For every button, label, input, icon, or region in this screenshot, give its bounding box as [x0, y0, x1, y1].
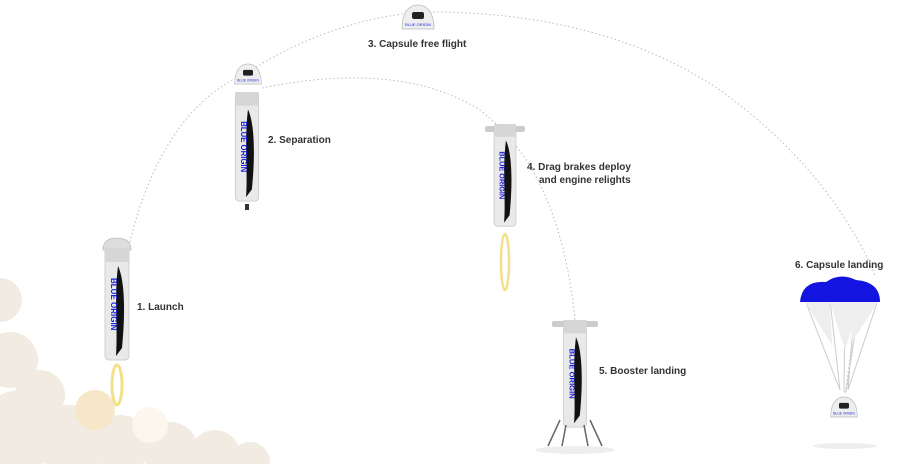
- step-1-label: 1. Launch: [137, 302, 184, 313]
- launch-rocket: [102, 237, 132, 407]
- step-3-label: 3. Capsule free flight: [368, 39, 467, 50]
- launch-smoke: [0, 278, 270, 464]
- separated-capsule-icon: [234, 63, 262, 85]
- step-4-label-line1: 4. Drag brakes deploy: [527, 162, 631, 173]
- parachute-icon: [800, 276, 880, 393]
- free-flight-capsule-icon: [401, 4, 435, 30]
- step-5-label: 5. Booster landing: [599, 366, 687, 377]
- landed-booster: [535, 320, 615, 454]
- drag-brakes-booster: [485, 124, 525, 292]
- booster-trajectory: [261, 77, 576, 321]
- step-6-label: 6. Capsule landing: [795, 260, 884, 271]
- separation-booster: [234, 92, 260, 210]
- step-4-label-line2: and engine relights: [539, 175, 631, 186]
- step-2-label: 2. Separation: [268, 135, 331, 146]
- engine-flame-icon: [499, 232, 511, 292]
- engine-flame-icon: [110, 363, 124, 407]
- step-4-label: 4. Drag brakes deploy and engine relight…: [527, 161, 631, 187]
- capsule-with-parachutes: [800, 276, 880, 449]
